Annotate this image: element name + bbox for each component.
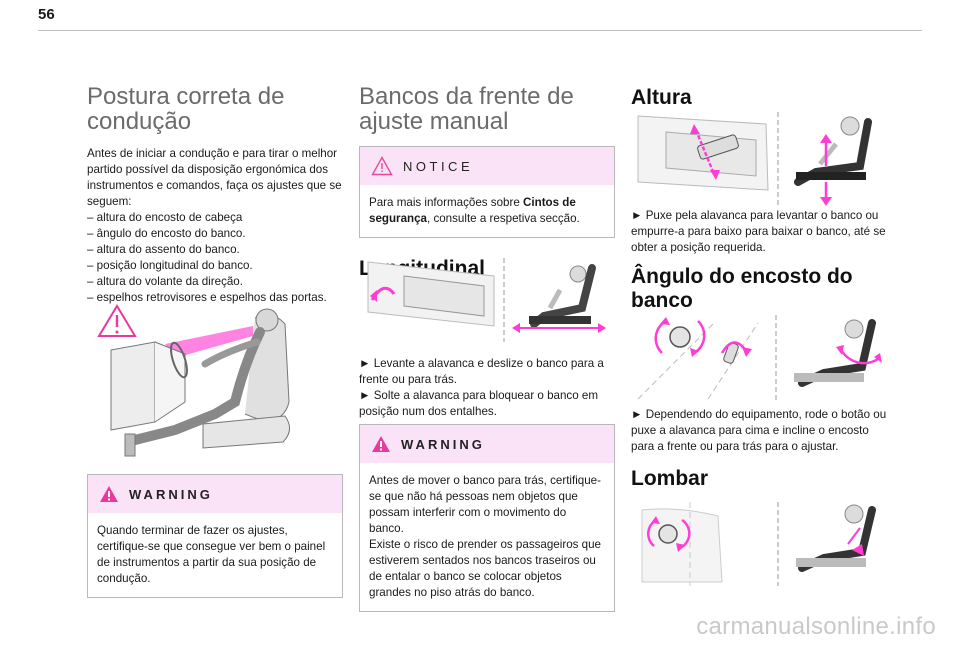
subsection-title-lumbar: Lombar	[631, 467, 709, 490]
warning-title: WARNING	[401, 436, 485, 452]
lumbar-illustration	[641, 502, 876, 586]
list-item: – espelhos retrovisores e espelhos das p…	[87, 291, 327, 304]
subsection-title-backrest-angle: Ângulo do encosto do banco	[631, 265, 853, 312]
longitudinal-illustration	[367, 258, 606, 342]
backrest-angle-illustration	[637, 315, 882, 403]
notice-text: Para mais informações sobre Cintos de se…	[369, 196, 580, 225]
warning-box-seats: WARNING Antes de mover o banco para trás…	[359, 424, 615, 612]
warning-triangle-icon	[97, 304, 137, 337]
list-item: – altura do assento do banco.	[87, 243, 240, 256]
warning-title: WARNING	[129, 486, 213, 502]
warning-icon	[372, 436, 390, 452]
column-posture: Postura correta de condução Antes de ini…	[87, 84, 343, 306]
column-manual-seats: Bancos da frente de ajuste manual NOTICE…	[359, 84, 615, 281]
notice-box-header: NOTICE	[360, 147, 614, 185]
warning-box-posture: WARNING Quando terminar de fazer os ajus…	[87, 474, 343, 598]
warning-box-header: WARNING	[88, 475, 342, 513]
backrest-angle-instructions: ► Dependendo do equipamento, rode o botã…	[631, 408, 887, 453]
warning-box-header: WARNING	[360, 425, 614, 463]
longitudinal-step-1: ► Levante a alavanca e deslize o banco p…	[359, 357, 604, 386]
list-item: – altura do volante da direção.	[87, 275, 243, 288]
list-item: – ângulo do encosto do banco.	[87, 227, 246, 240]
watermark: carmanualsonline.info	[696, 613, 936, 640]
notice-triangle-icon	[371, 156, 393, 176]
list-item: – posição longitudinal do banco.	[87, 259, 253, 272]
section-title-manual-seats: Bancos da frente de ajuste manual	[359, 83, 574, 135]
notice-box: NOTICE Para mais informações sobre Cinto…	[359, 146, 615, 238]
warning-text-2: Existe o risco de prender os passageiros…	[369, 538, 602, 599]
list-item: – altura do encosto de cabeça	[87, 211, 243, 224]
warning-body: Antes de mover o banco para trás, certif…	[360, 463, 614, 611]
notice-title: NOTICE	[403, 158, 474, 174]
longitudinal-steps: ► Levante a alavanca e deslize o banco p…	[359, 356, 615, 420]
warning-text-1: Antes de mover o banco para trás, certif…	[369, 474, 601, 535]
height-instructions: ► Puxe pela alavanca para levantar o ban…	[631, 209, 886, 254]
subsection-title-height: Altura	[631, 86, 692, 109]
driver-posture-illustration	[97, 304, 290, 457]
warning-text: Quando terminar de fazer os ajustes, cer…	[97, 524, 326, 585]
longitudinal-step-2: ► Solte a alavanca para bloquear o banco…	[359, 389, 598, 418]
header-rule	[38, 30, 922, 31]
notice-link-seatbelts: Cintos de segurança	[369, 196, 576, 225]
height-illustration	[637, 112, 872, 206]
page-number: 56	[38, 6, 55, 23]
warning-icon	[100, 486, 118, 502]
section-title-posture: Postura correta de condução	[87, 83, 285, 135]
posture-intro: Antes de iniciar a condução e para tirar…	[87, 147, 342, 208]
adjustment-list: – altura do encosto de cabeça – ângulo d…	[87, 210, 343, 306]
